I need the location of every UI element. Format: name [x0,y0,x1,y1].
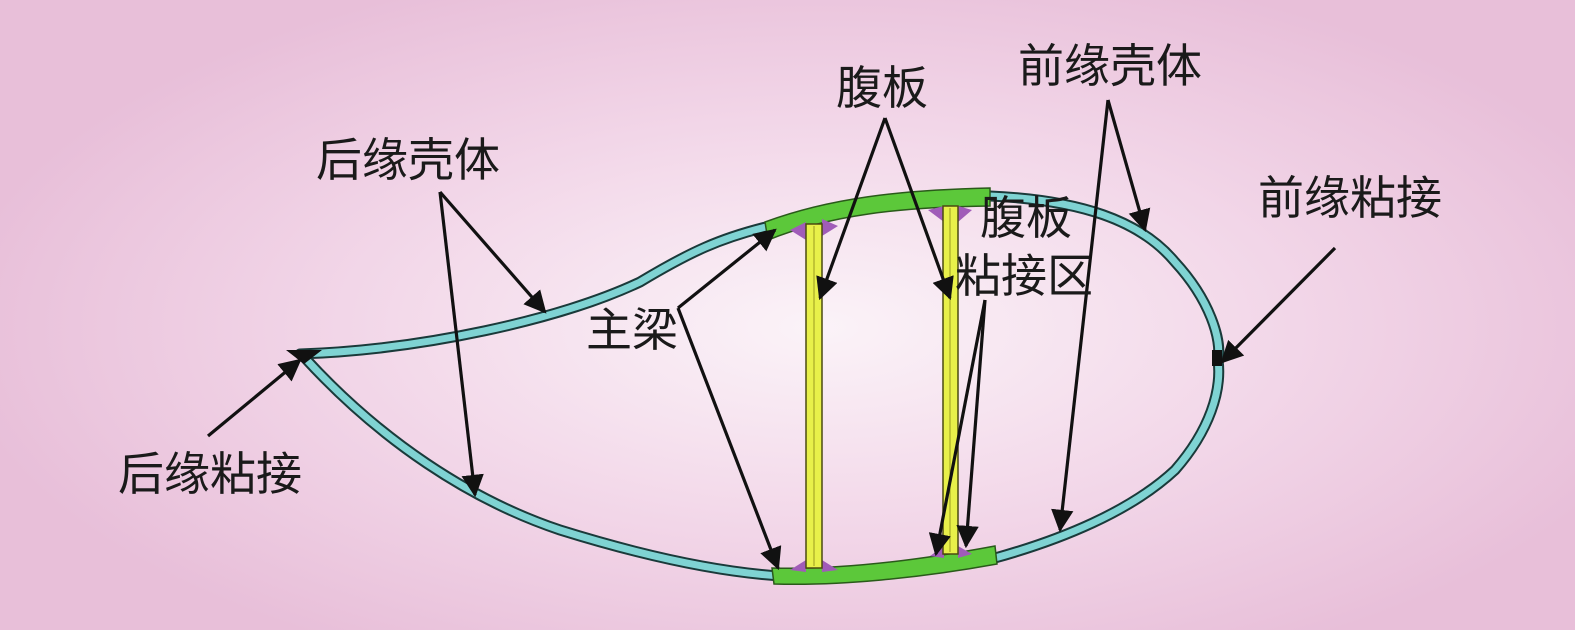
label-web: 腹板 [836,61,928,115]
label-leading-bond: 前缘粘接 [1258,171,1442,225]
leading-edge-bond [1212,350,1222,366]
label-trailing-shell: 后缘壳体 [316,133,500,187]
upper-shell [296,192,1223,364]
label-leading-shell: 前缘壳体 [1018,39,1202,93]
trailing-edge-bond [286,350,322,364]
shear-web-1 [805,223,823,569]
label-web-bond-line2: 粘接区 [955,249,1093,303]
web-bond-fillets [790,206,972,572]
lower-shell-outline [299,352,1225,582]
blade-shell [294,190,1225,582]
label-web-bond-line1: 腹板 [980,191,1072,245]
leader-arrows [206,99,1337,571]
label-spar-cap: 主梁 [586,303,678,357]
label-trailing-bond: 后缘粘接 [118,447,302,501]
lower-shell [301,354,1223,580]
